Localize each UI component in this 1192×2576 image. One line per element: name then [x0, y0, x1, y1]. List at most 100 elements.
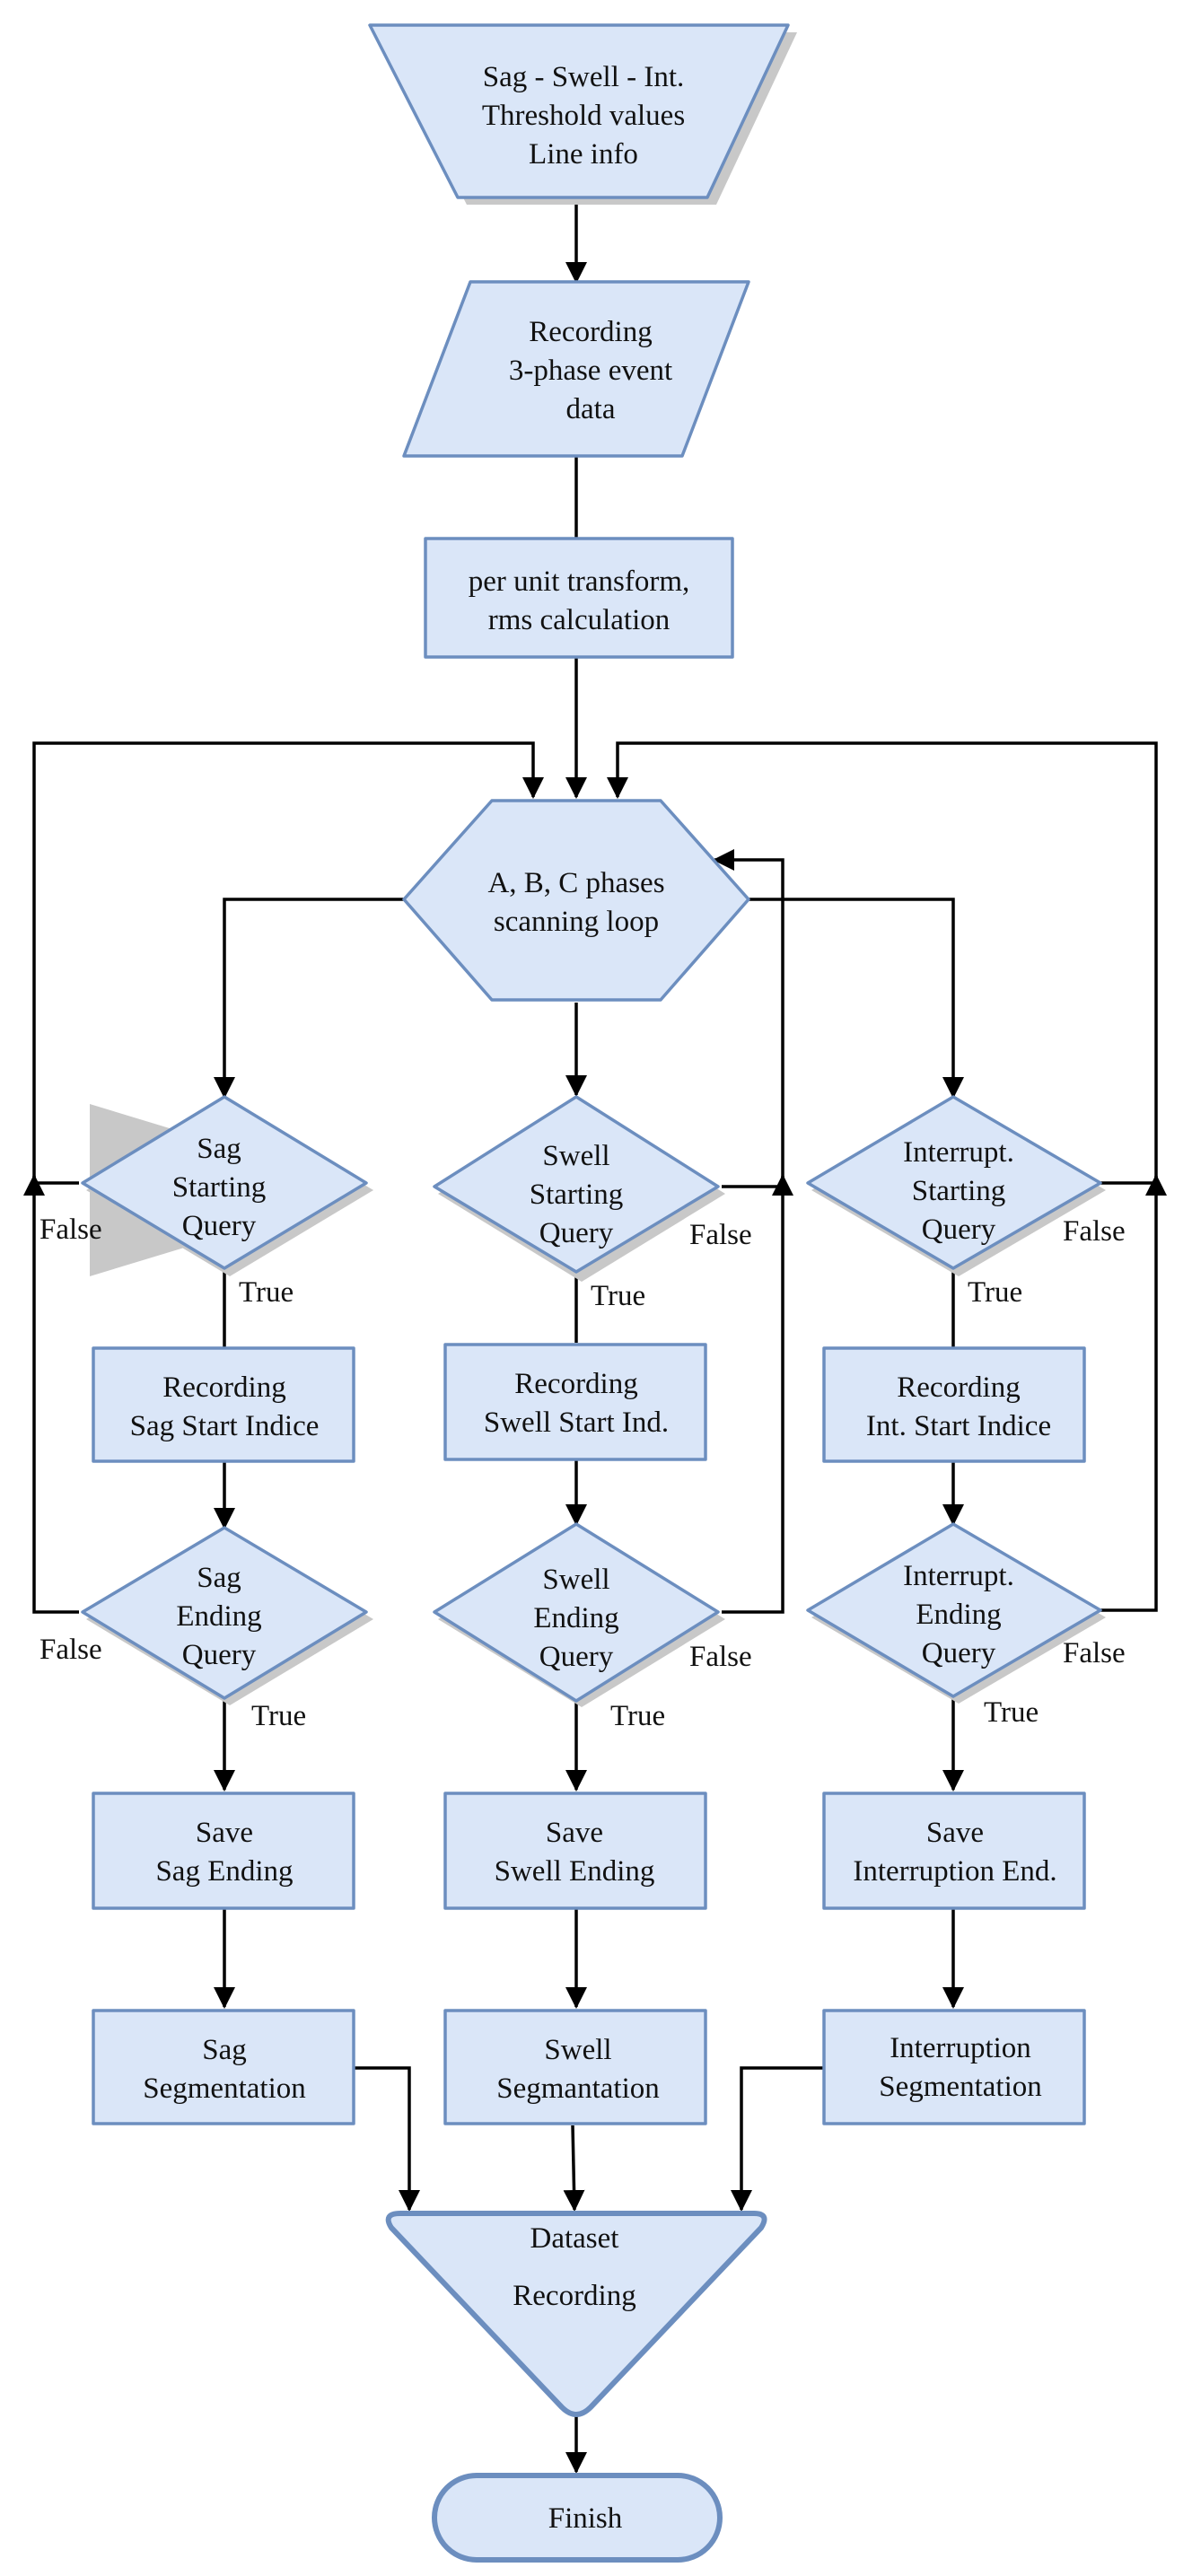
swell-start-true-label: True: [591, 1280, 645, 1312]
sag-end-label-line-3: Query: [182, 1639, 257, 1671]
transform-process-shape: [424, 537, 734, 659]
int-start-label-line-3: Query: [922, 1214, 996, 1246]
sag-end-label-line-2: Ending: [176, 1600, 261, 1633]
swell-start-false-label: False: [689, 1219, 752, 1251]
int-end-false-label: False: [1063, 1637, 1126, 1669]
arrow-swell-loopback: [713, 849, 784, 1183]
finish-label-line-1: Finish: [548, 2502, 623, 2535]
sag-save-process-shape: [92, 1792, 355, 1910]
arrow-swell-end-false: [722, 1174, 793, 1614]
swell-rec-label-line-2: Swell Start Ind.: [484, 1406, 669, 1439]
sag-rec-process-shape: [92, 1346, 355, 1463]
int-rec-label-line-2: Int. Start Indice: [866, 1410, 1051, 1442]
swell-save-label-line-2: Swell Ending: [495, 1855, 655, 1888]
int-seg-label-line-1: Interruption: [890, 2032, 1031, 2064]
int-end-label-line-2: Ending: [916, 1599, 1001, 1631]
shapes: [81, 23, 1102, 2563]
arrow-loop-to-int-start: [749, 898, 964, 1099]
loop-label-line-1: A, B, C phases: [487, 867, 664, 899]
arrow-sag-end-false: [23, 1174, 79, 1614]
transform-label: per unit transform,rms calculation: [469, 565, 690, 636]
int-start-label-line-1: Interrupt.: [903, 1136, 1014, 1169]
sag-end-true-label: True: [251, 1700, 306, 1732]
sag-seg-process-shape: [92, 2009, 355, 2125]
swell-end-false-label: False: [689, 1641, 752, 1673]
swell-end-true-label: True: [610, 1700, 665, 1732]
swell-start-label-line-2: Starting: [530, 1178, 624, 1211]
sag-start-label-line-2: Starting: [172, 1171, 267, 1204]
swell-start-label-line-1: Swell: [542, 1140, 609, 1172]
sag-rec-label-line-1: Recording: [162, 1371, 285, 1404]
sag-start-true-label: True: [239, 1276, 294, 1309]
sag-end-false-label: False: [39, 1634, 102, 1666]
record-label-line-3: data: [566, 393, 616, 425]
finish-label: Finish: [548, 2502, 623, 2535]
sag-save-label-line-1: Save: [196, 1817, 253, 1849]
swell-seg-label-line-2: Segmantation: [496, 2072, 659, 2105]
int-rec-label-line-1: Recording: [897, 1371, 1020, 1404]
arrow-loop-to-sag-start: [214, 898, 404, 1099]
arrow-int-seg-to-dataset: [731, 2066, 824, 2212]
sag-start-label-line-1: Sag: [197, 1133, 241, 1165]
connectors: [23, 197, 1167, 2474]
arrow-int-end-false: [1100, 1174, 1167, 1612]
int-start-false-label: False: [1063, 1215, 1126, 1248]
swell-end-label-line-1: Swell: [542, 1564, 609, 1596]
int-end-diamond-shape: [806, 1522, 1102, 1698]
loop-label-line-2: scanning loop: [494, 906, 659, 938]
swell-end-label-line-2: Ending: [533, 1602, 618, 1634]
dataset-merge-shape: [385, 2211, 767, 2417]
input-label-line-2: Threshold values: [482, 100, 685, 132]
int-save-process-shape: [822, 1792, 1086, 1910]
int-start-diamond-shape: [806, 1095, 1102, 1270]
int-end-label-line-3: Query: [922, 1637, 996, 1669]
sag-seg-label-line-1: Sag: [202, 2034, 247, 2066]
int-seg-label-line-2: Segmentation: [879, 2071, 1041, 2103]
swell-end-label-line-3: Query: [539, 1641, 614, 1673]
sag-start-false-label: False: [39, 1214, 102, 1246]
arrow-sag-loopback: [32, 741, 544, 1183]
loop-hexagon-shape: [402, 799, 750, 1002]
int-seg-process-shape: [822, 2009, 1086, 2125]
swell-start-diamond-shape: [433, 1095, 720, 1274]
arrow-sag-seg-to-dataset: [354, 2066, 420, 2212]
swell-save-process-shape: [443, 1792, 707, 1910]
record-label-line-1: Recording: [529, 316, 652, 348]
int-start-true-label: True: [968, 1276, 1022, 1309]
swell-start-label-line-3: Query: [539, 1217, 614, 1249]
int-start-label-line-2: Starting: [912, 1175, 1006, 1207]
sag-start-label-line-3: Query: [182, 1210, 257, 1242]
swell-save-label-line-1: Save: [546, 1817, 603, 1849]
swell-seg-process-shape: [443, 2009, 707, 2125]
input-trapezoid-shape: [368, 23, 790, 199]
dataset-label-line-1: Dataset: [530, 2222, 619, 2255]
swell-seg-label-line-1: Swell: [544, 2034, 611, 2066]
branch-labels: False True False True False True False T…: [39, 1214, 1126, 1732]
int-rec-process-shape: [822, 1346, 1086, 1463]
swell-rec-process-shape: [443, 1343, 707, 1461]
sag-end-label-line-1: Sag: [197, 1562, 241, 1594]
input-label-line-1: Sag - Swell - Int.: [483, 61, 685, 93]
sag-seg-label-line-2: Segmentation: [143, 2072, 305, 2105]
int-end-true-label: True: [984, 1696, 1039, 1729]
int-end-label-line-1: Interrupt.: [903, 1560, 1014, 1592]
sag-start-diamond-shape: [81, 1095, 368, 1270]
swell-end-diamond-shape: [433, 1522, 720, 1703]
